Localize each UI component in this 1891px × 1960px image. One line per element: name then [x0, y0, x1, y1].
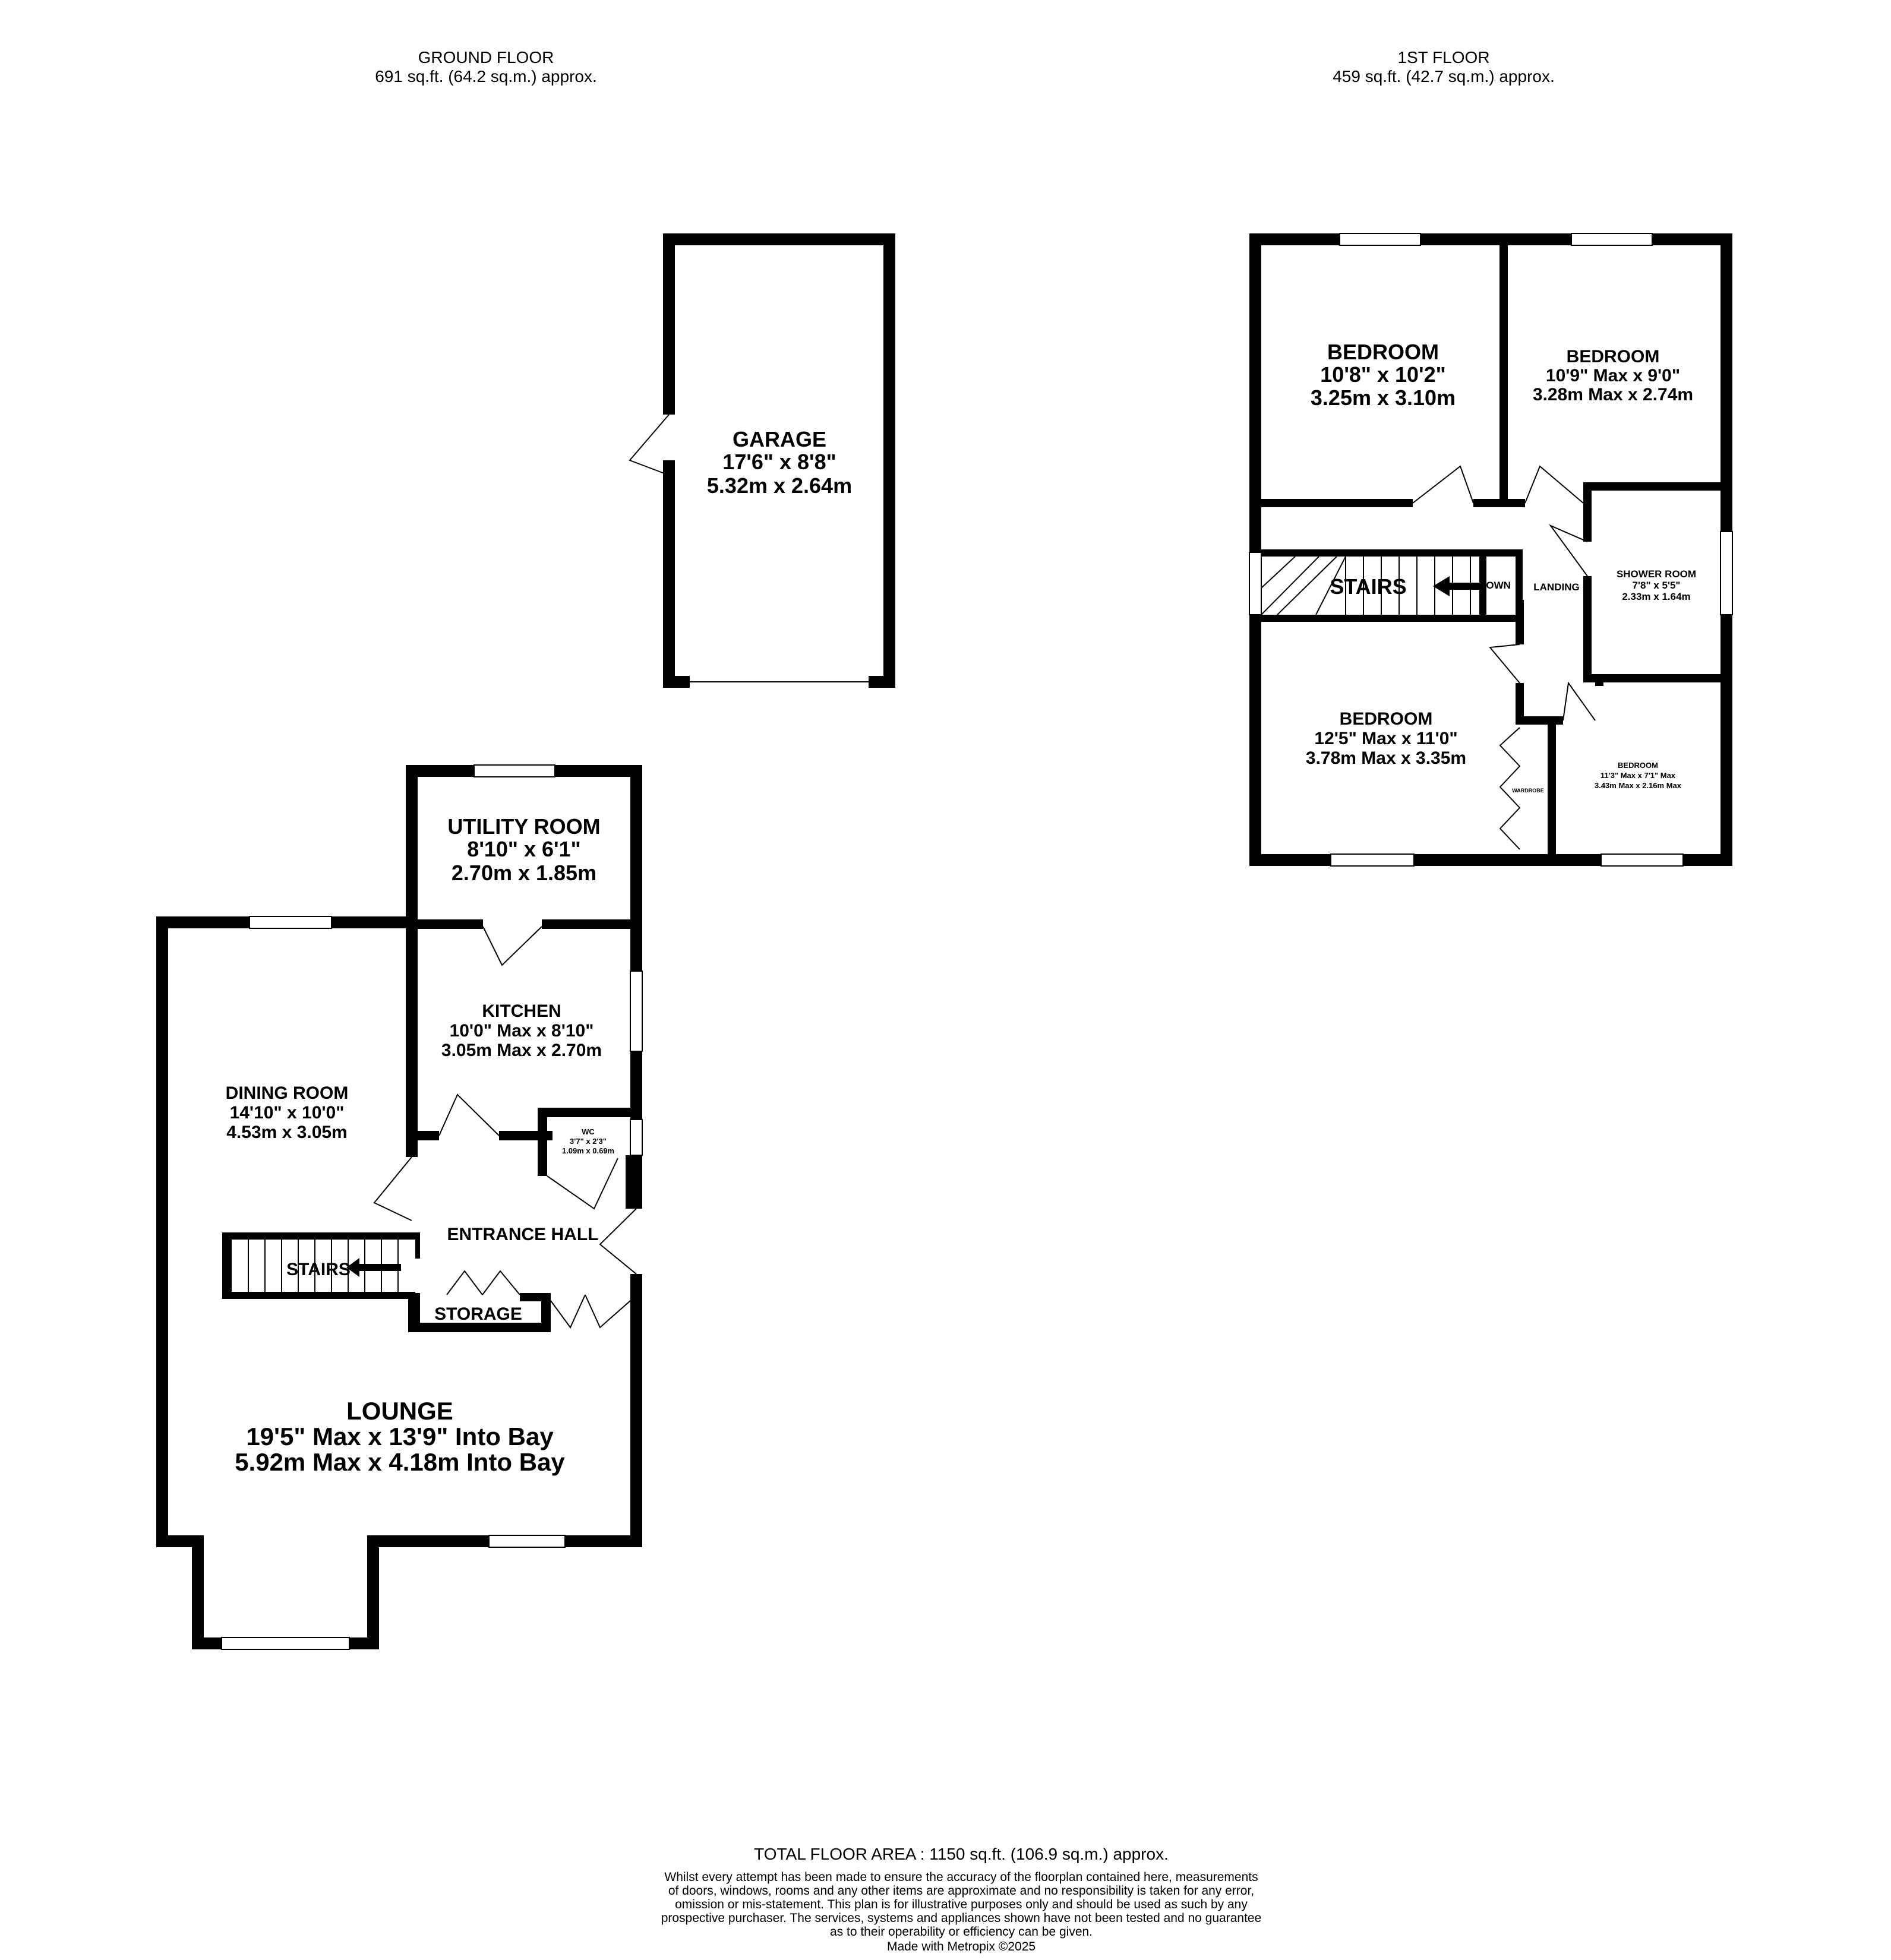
lounge-name: LOUNGE — [346, 1397, 453, 1425]
garage-side-door-icon — [629, 414, 670, 476]
wardrobe-doors-icon — [1499, 727, 1521, 850]
bedroom4-imperial: 11'3" Max x 7'1" Max — [1600, 771, 1676, 780]
first-floor-door-icons — [1412, 465, 1596, 721]
bedroom2-metric: 3.28m Max x 2.74m — [1533, 385, 1693, 404]
bedroom4-metric: 3.43m Max x 2.16m Max — [1595, 781, 1682, 790]
dining-room-imperial: 14'10" x 10'0" — [230, 1103, 345, 1123]
first-floor-area: 459 sq.ft. (42.7 sq.m.) approx. — [1333, 67, 1555, 86]
ground-floor-stairs-icon — [248, 1240, 401, 1292]
shower-room-metric: 2.33m x 1.64m — [1622, 591, 1690, 602]
storage-name: STORAGE — [434, 1304, 522, 1324]
ground-floor-door-icons — [373, 926, 637, 1329]
shower-room-name: SHOWER ROOM — [1617, 568, 1696, 580]
bedroom1-imperial: 10'8" x 10'2" — [1320, 362, 1445, 387]
lounge-metric: 5.92m Max x 4.18m Into Bay — [235, 1448, 565, 1476]
utility-room-name: UTILITY ROOM — [447, 814, 600, 839]
ground-floor-area: 691 sq.ft. (64.2 sq.m.) approx. — [375, 67, 597, 86]
garage-imperial: 17'6" x 8'8" — [722, 450, 836, 474]
made-with-credit: Made with Metropix ©2025 — [887, 1940, 1036, 1953]
wardrobe-label: WARDROBE — [1512, 788, 1544, 794]
bedroom3-metric: 3.78m Max x 3.35m — [1306, 748, 1466, 768]
kitchen-imperial: 10'0" Max x 8'10" — [450, 1021, 594, 1041]
lounge-imperial: 19'5" Max x 13'9" Into Bay — [246, 1422, 554, 1450]
utility-room-metric: 2.70m x 1.85m — [452, 861, 596, 885]
first-floor-stairs-icon — [1261, 556, 1479, 615]
entrance-hall-name: ENTRANCE HALL — [447, 1225, 599, 1244]
kitchen-name: KITCHEN — [482, 1001, 561, 1021]
garage-metric: 5.32m x 2.64m — [707, 473, 852, 498]
kitchen-metric: 3.05m Max x 2.70m — [441, 1041, 602, 1060]
ground-stairs-label: STAIRS — [286, 1260, 351, 1279]
bedroom3-name: BEDROOM — [1340, 709, 1433, 729]
bedroom4-name: BEDROOM — [1618, 761, 1658, 770]
first-stairs-label: STAIRS — [1330, 574, 1406, 599]
disclaimer-line-4: prospective purchaser. The services, sys… — [661, 1911, 1262, 1925]
bedroom2-imperial: 10'9" Max x 9'0" — [1546, 366, 1680, 385]
bedroom3-imperial: 12'5" Max x 11'0" — [1314, 729, 1457, 748]
wc-metric: 1.09m x 0.69m — [562, 1146, 614, 1155]
disclaimer-line-1: Whilst every attempt has been made to en… — [664, 1870, 1258, 1884]
landing-label: LANDING — [1533, 581, 1579, 593]
shower-room-imperial: 7'8" x 5'5" — [1633, 580, 1681, 591]
disclaimer-line-5: as to their operability or efficiency ca… — [830, 1925, 1093, 1939]
wc-name: WC — [582, 1127, 595, 1136]
garage-walls — [663, 233, 895, 688]
dining-room-name: DINING ROOM — [226, 1083, 349, 1103]
utility-room-imperial: 8'10" x 6'1" — [467, 837, 580, 861]
first-floor-windows — [1249, 233, 1733, 867]
disclaimer-line-3: omission or mis-statement. This plan is … — [675, 1898, 1248, 1911]
down-label: DOWN — [1479, 580, 1511, 591]
total-floor-area: TOTAL FLOOR AREA : 1150 sq.ft. (106.9 sq… — [754, 1845, 1169, 1863]
bedroom2-name: BEDROOM — [1567, 347, 1660, 366]
ground-floor-title: GROUND FLOOR — [418, 48, 554, 67]
garage-name: GARAGE — [733, 427, 826, 451]
dining-room-metric: 4.53m x 3.05m — [226, 1123, 347, 1142]
bedroom1-metric: 3.25m x 3.10m — [1311, 385, 1456, 410]
disclaimer-line-2: of doors, windows, rooms and any other i… — [668, 1884, 1254, 1898]
ground-floor-windows — [221, 764, 643, 1650]
wc-imperial: 3'7" x 2'3" — [570, 1137, 607, 1146]
bedroom1-name: BEDROOM — [1327, 340, 1439, 364]
first-floor-title: 1ST FLOOR — [1397, 48, 1489, 67]
ground-floor-walls — [156, 765, 642, 1649]
